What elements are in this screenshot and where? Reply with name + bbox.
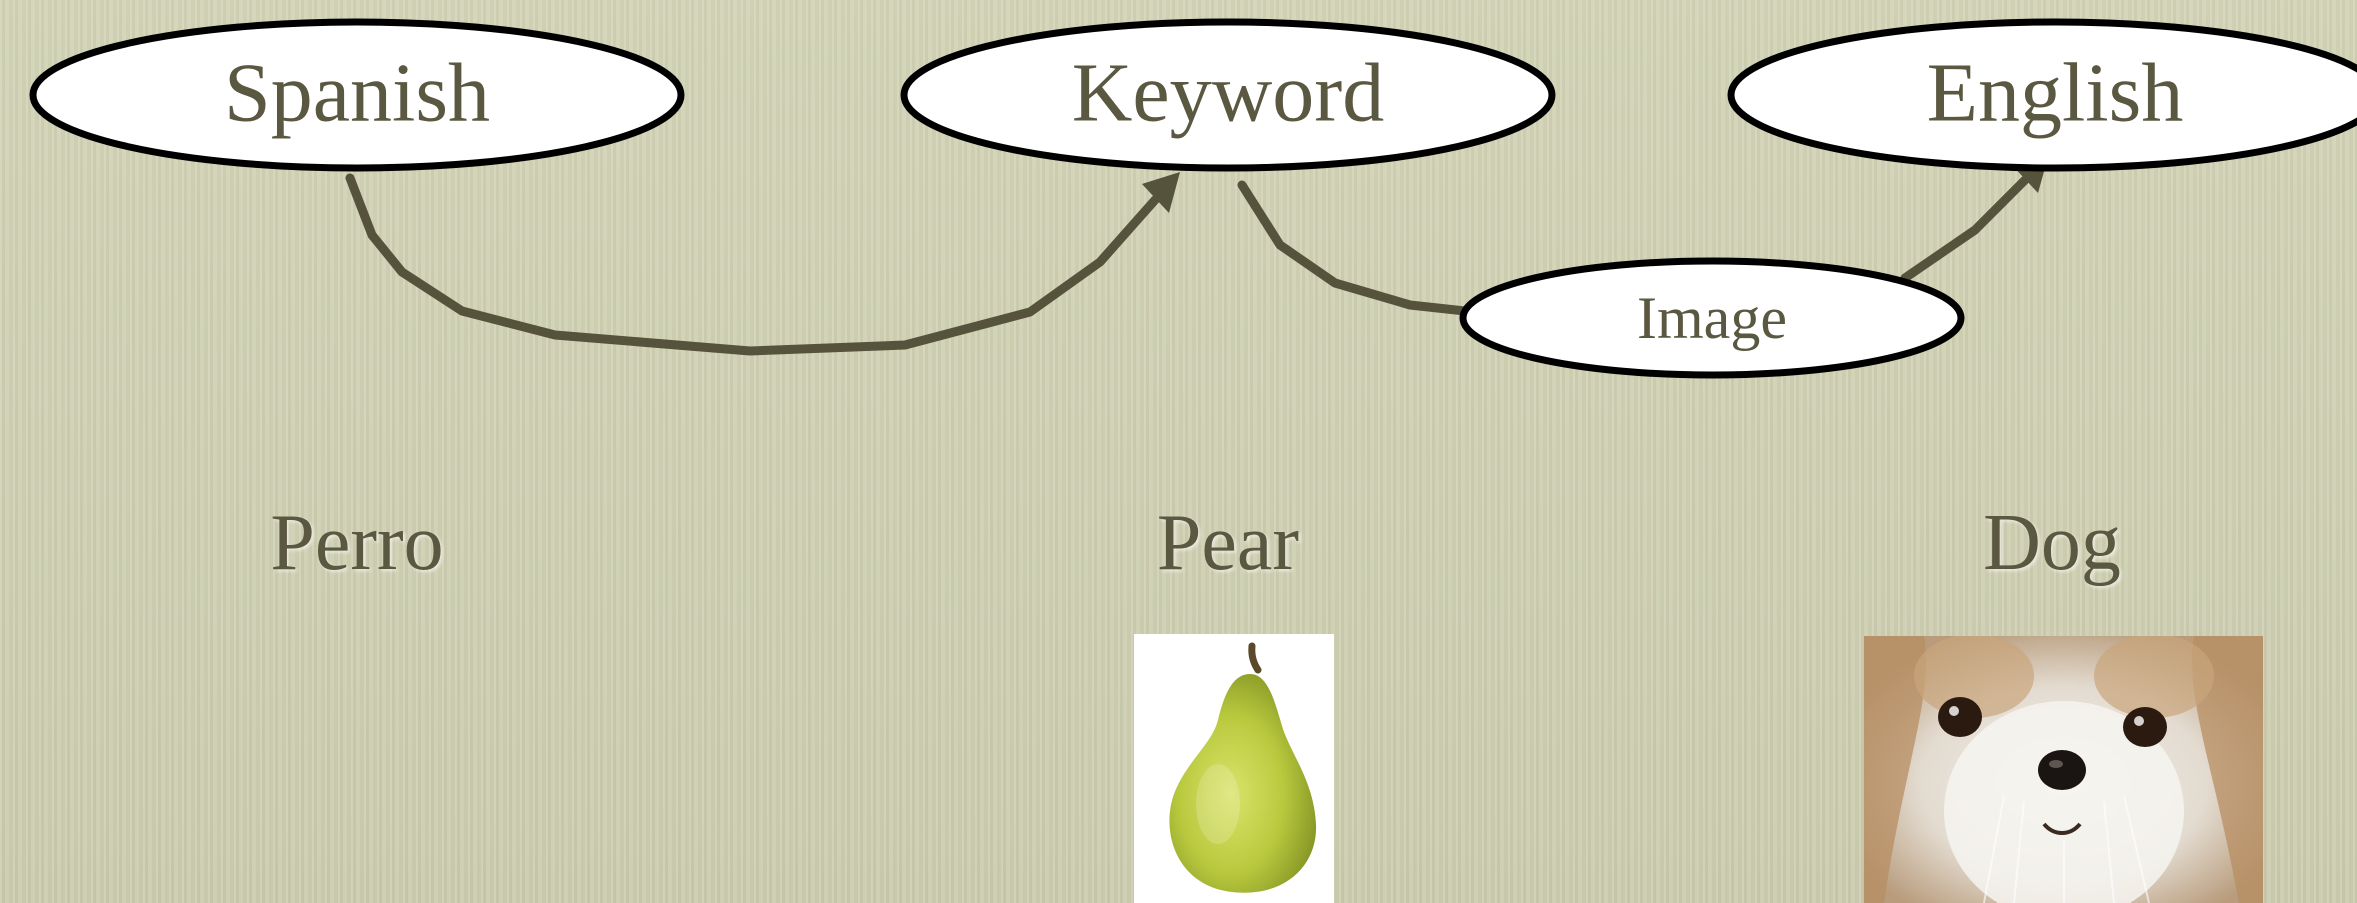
node-image: Image [1459,257,1965,379]
dog-image [1864,636,2263,903]
spanish-to-keyword-arrowhead [1142,172,1180,213]
node-keyword-label: Keyword [1072,47,1385,140]
example-english-word: Dog [1983,499,2121,587]
node-spanish: Spanish [29,18,685,172]
example-spanish-word: Perro [270,499,444,587]
node-english: English [1727,18,2357,172]
image-to-english-arrow [1900,175,2030,283]
spanish-to-keyword-arrow [345,173,1160,356]
node-keyword: Keyword [900,18,1556,172]
node-spanish-label: Spanish [224,47,490,140]
example-keyword-word: Pear [1156,499,1300,587]
pear-image [1134,634,1334,903]
keyword-to-image-line [1237,180,1470,316]
node-image-label: Image [1637,285,1787,351]
node-english-label: English [1927,47,2184,140]
